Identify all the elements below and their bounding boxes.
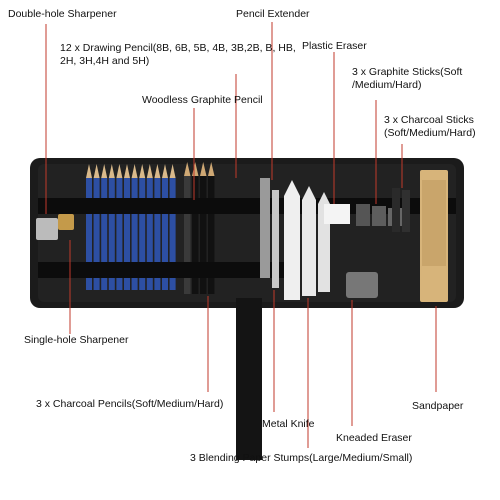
label-graphite-sticks: 3 x Graphite Sticks(Soft /Medium/Hard) bbox=[352, 66, 463, 91]
drawing-pencil-tip bbox=[101, 164, 108, 178]
pencil-extender bbox=[260, 178, 270, 278]
drawing-pencil bbox=[169, 178, 176, 290]
label-double-hole-sharpener: Double-hole Sharpener bbox=[8, 8, 117, 20]
charcoal-pencil bbox=[184, 176, 191, 294]
charcoal-pencil-tip bbox=[184, 162, 191, 176]
charcoal-pencil-tip bbox=[200, 162, 207, 176]
label-drawing-pencils: 12 x Drawing Pencil(8B, 6B, 5B, 4B, 3B,2… bbox=[60, 42, 296, 67]
drawing-pencil-tip bbox=[131, 164, 138, 178]
charcoal-pencil-tip bbox=[208, 162, 215, 176]
charcoal-pencils-group bbox=[184, 162, 215, 294]
label-charcoal-sticks: 3 x Charcoal Sticks (Soft/Medium/Hard) bbox=[384, 114, 476, 139]
kneaded-eraser bbox=[346, 272, 378, 298]
charcoal-stick-1 bbox=[392, 188, 400, 232]
drawing-pencil-tip bbox=[146, 164, 153, 178]
drawing-pencil-tip bbox=[108, 164, 115, 178]
holding-strap-top bbox=[38, 198, 456, 214]
holding-strap-bottom bbox=[38, 262, 288, 278]
charcoal-pencil bbox=[208, 176, 215, 294]
drawing-pencil-tip bbox=[86, 164, 92, 178]
drawing-pencil bbox=[139, 178, 146, 290]
label-plastic-eraser: Plastic Eraser bbox=[302, 40, 367, 52]
drawing-pencil bbox=[101, 178, 108, 290]
drawing-pencil-tip bbox=[169, 164, 176, 178]
drawing-pencil-tip bbox=[162, 164, 168, 178]
graphite-stick-1 bbox=[356, 204, 370, 226]
drawing-pencil bbox=[93, 178, 100, 290]
drawing-pencil bbox=[146, 178, 153, 290]
leader-lines bbox=[45, 22, 437, 448]
drawing-pencil bbox=[124, 178, 130, 290]
drawing-pencil-tip bbox=[116, 164, 123, 178]
drawing-pencils-group bbox=[86, 164, 176, 290]
drawing-pencil bbox=[86, 178, 92, 290]
sandpaper-sheet bbox=[422, 180, 446, 266]
label-charcoal-pencils: 3 x Charcoal Pencils(Soft/Medium/Hard) bbox=[36, 398, 224, 410]
label-kneaded-eraser: Kneaded Eraser bbox=[336, 432, 412, 444]
blending-stump-medium bbox=[302, 186, 316, 296]
charcoal-pencil bbox=[200, 176, 207, 294]
label-woodless-graphite-pencil: Woodless Graphite Pencil bbox=[142, 94, 263, 106]
label-metal-knife: Metal Knife bbox=[262, 418, 315, 430]
case-inner-panel bbox=[38, 164, 456, 302]
drawing-pencil-tip bbox=[124, 164, 130, 178]
drawing-pencil-tip bbox=[139, 164, 146, 178]
label-single-hole-sharpener: Single-hole Sharpener bbox=[24, 334, 129, 346]
drawing-pencil bbox=[108, 178, 115, 290]
plastic-eraser bbox=[324, 204, 350, 224]
drawing-pencil-tip bbox=[154, 164, 161, 178]
drawing-pencil bbox=[154, 178, 161, 290]
blending-stump-large bbox=[284, 180, 300, 300]
drawing-pencil-tip bbox=[93, 164, 100, 178]
charcoal-pencil bbox=[192, 176, 199, 294]
metal-knife bbox=[272, 190, 279, 288]
drawing-pencil bbox=[131, 178, 138, 290]
label-blending-stumps: 3 Blending Paper Stumps(Large/Medium/Sma… bbox=[190, 452, 413, 464]
drawing-pencil bbox=[116, 178, 123, 290]
label-pencil-extender: Pencil Extender bbox=[236, 8, 310, 20]
charcoal-stick-2 bbox=[402, 190, 410, 232]
label-sandpaper: Sandpaper bbox=[412, 400, 464, 412]
single-hole-sharpener bbox=[58, 214, 74, 230]
drawing-pencil bbox=[162, 178, 168, 290]
graphite-stick-2 bbox=[372, 206, 386, 226]
double-hole-sharpener bbox=[36, 218, 58, 240]
case-pull-tab bbox=[236, 298, 262, 460]
